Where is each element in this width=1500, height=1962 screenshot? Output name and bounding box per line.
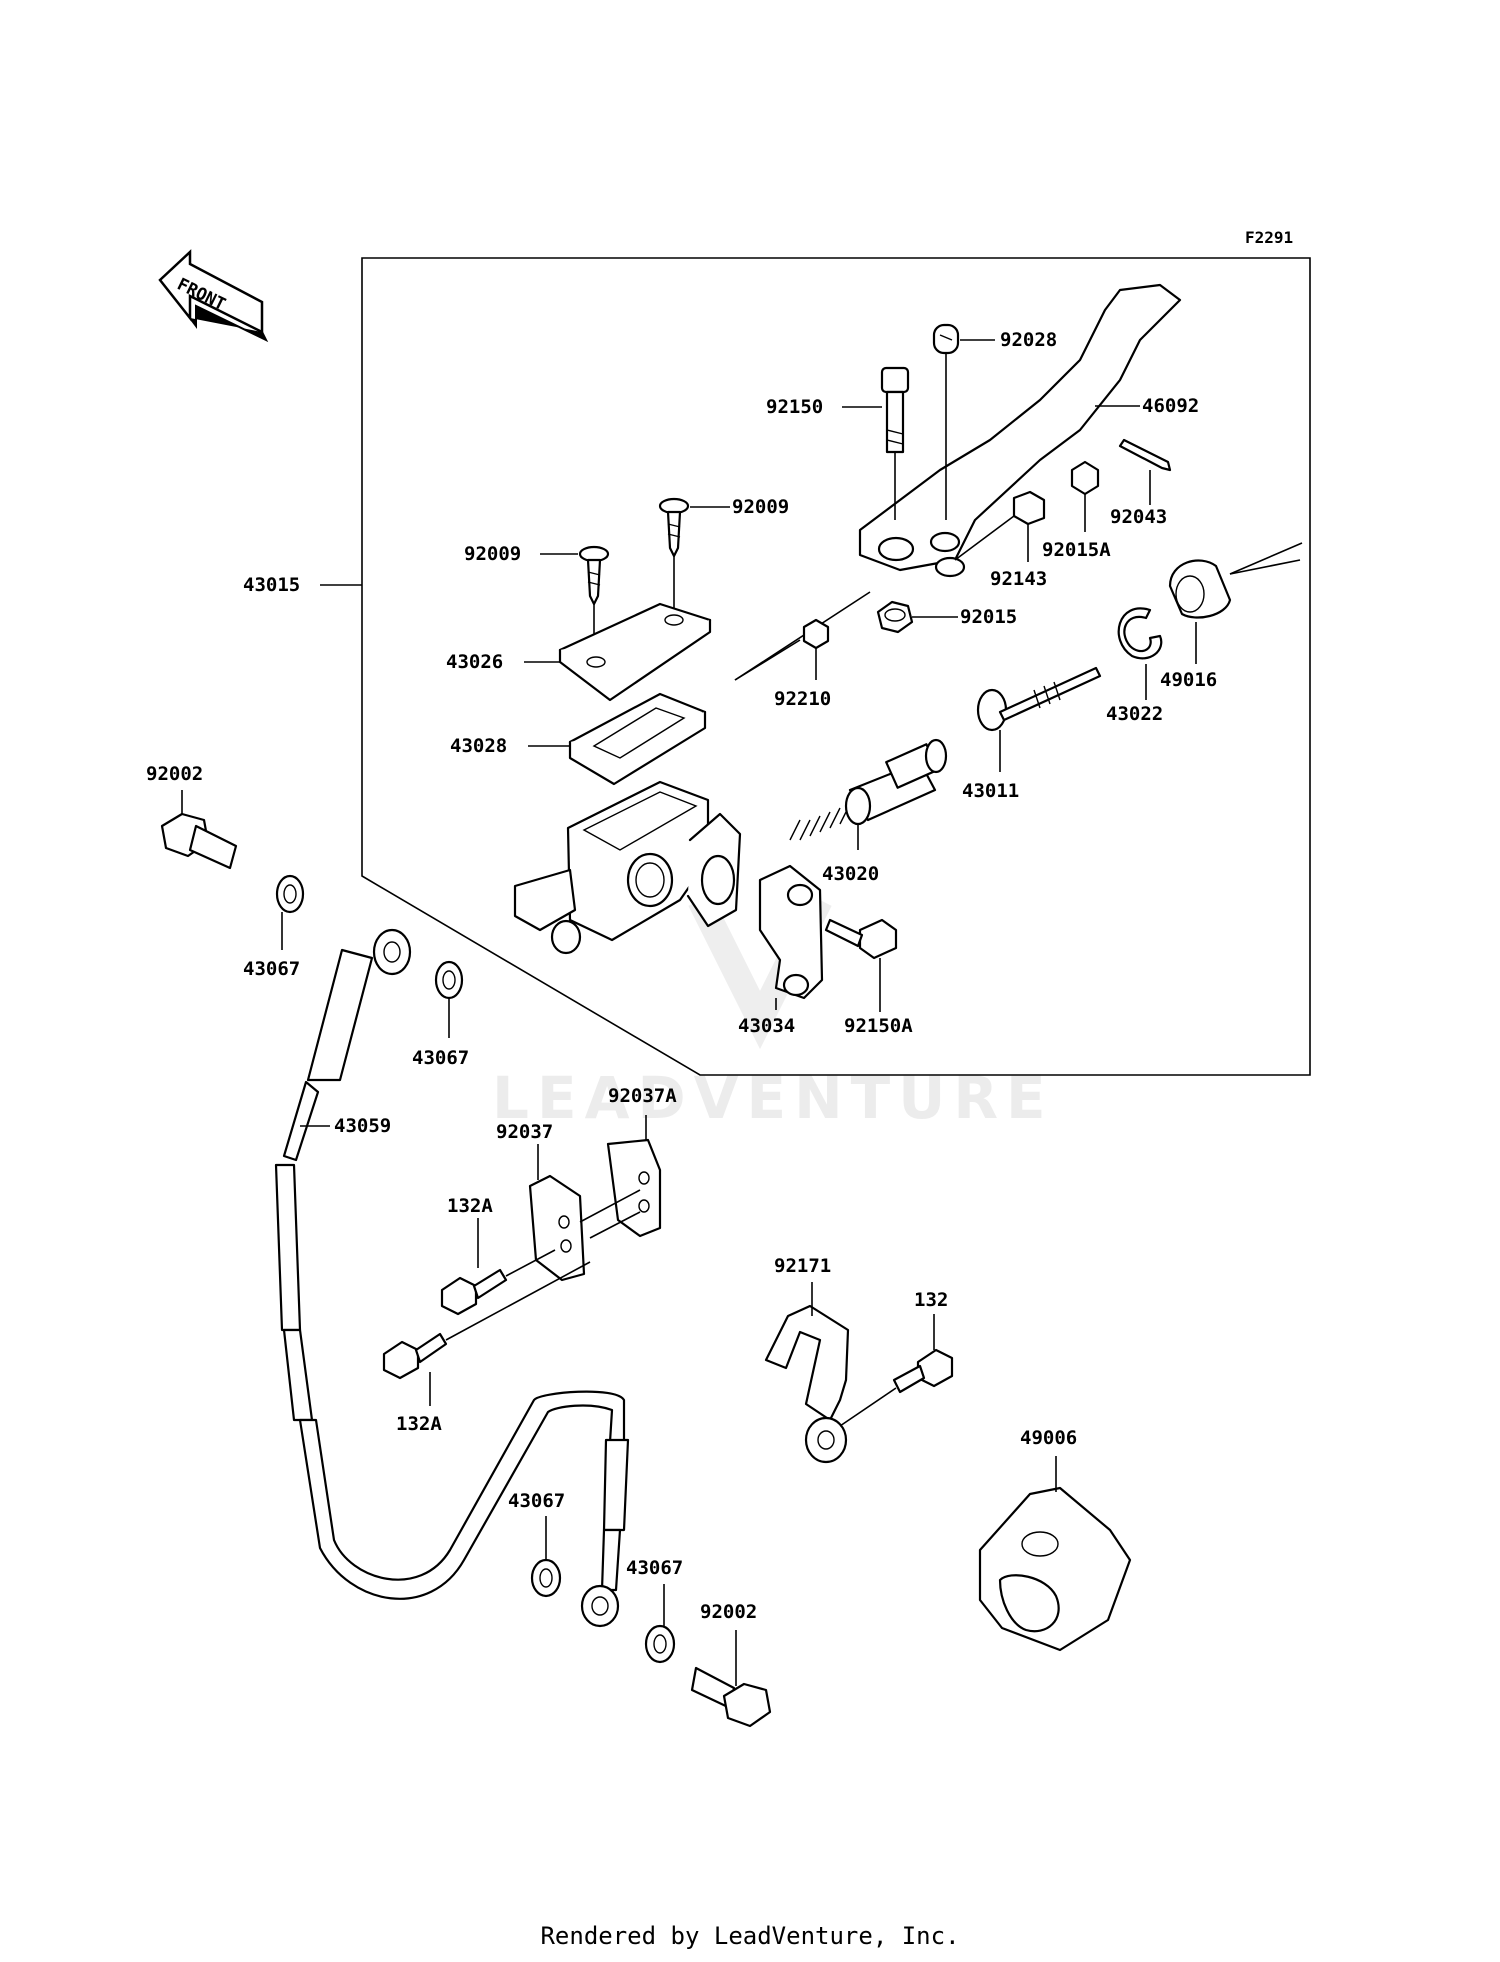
part-label-92037: 92037 — [496, 1121, 553, 1143]
handlebar-clamp — [758, 864, 824, 1000]
part-label-43011: 43011 — [962, 780, 1019, 802]
part-label-92171: 92171 — [774, 1255, 831, 1277]
bolt-132 — [892, 1348, 954, 1394]
reservoir-cap — [558, 602, 712, 702]
pivot-collar — [932, 323, 960, 355]
part-label-43067-c: 43067 — [508, 1490, 565, 1512]
part-label-132: 132 — [914, 1289, 948, 1311]
bracket-92037 — [528, 1174, 586, 1282]
nut-92015A — [1070, 460, 1100, 496]
leader-92143-lever — [954, 515, 1015, 561]
diaphragm — [568, 692, 707, 786]
leader-132A-lower-link — [445, 1261, 591, 1341]
part-label-49016: 49016 — [1160, 669, 1217, 691]
bolt-132A-upper — [440, 1268, 508, 1316]
collar-92143 — [1012, 490, 1046, 526]
part-label-43059: 43059 — [334, 1115, 391, 1137]
leader-49016-up — [1229, 542, 1303, 575]
brake-hose — [274, 928, 630, 1628]
leader-bracket-link-b — [589, 1211, 641, 1239]
dust-boot — [1168, 559, 1232, 619]
leader-132-link — [839, 1387, 897, 1427]
part-label-43034: 43034 — [738, 1015, 795, 1037]
leader-49016-up2 — [1229, 559, 1301, 575]
part-label-92028: 92028 — [1000, 329, 1057, 351]
assembly-boundary — [361, 257, 1311, 1076]
part-label-92143: 92143 — [990, 568, 1047, 590]
leader-bracket-link-a — [579, 1189, 641, 1223]
clamp-bolt — [824, 918, 898, 960]
part-label-92037A: 92037A — [608, 1085, 677, 1107]
figure-code: F2291 — [1245, 228, 1293, 247]
part-label-43026: 43026 — [446, 651, 503, 673]
cotter-pin — [1118, 438, 1172, 472]
push-rod — [976, 666, 1102, 732]
part-label-43028: 43028 — [450, 735, 507, 757]
part-label-92015A: 92015A — [1042, 539, 1111, 561]
front-arrow-icon: FRONT — [158, 249, 269, 343]
part-label-43067-a: 43067 — [243, 958, 300, 980]
nut-92210 — [802, 618, 830, 650]
washer-43067-b — [434, 960, 464, 1000]
part-label-132A-upper: 132A — [447, 1195, 493, 1217]
screw-92009-left — [578, 545, 610, 606]
part-label-92150: 92150 — [766, 396, 823, 418]
banjo-bolt-top — [160, 812, 238, 870]
screw-92009-right — [658, 497, 690, 558]
bracket-92171 — [764, 1304, 850, 1464]
part-label-92150A: 92150A — [844, 1015, 913, 1037]
part-label-92015: 92015 — [960, 606, 1017, 628]
part-label-43020: 43020 — [822, 863, 879, 885]
washer-43067-a — [275, 874, 305, 914]
nut-92015 — [876, 600, 914, 634]
part-label-43067-d: 43067 — [626, 1557, 683, 1579]
part-label-43067-b: 43067 — [412, 1047, 469, 1069]
part-label-43022: 43022 — [1106, 703, 1163, 725]
master-cylinder-body — [513, 780, 742, 955]
guard-49006 — [978, 1486, 1132, 1652]
banjo-bolt-bottom — [690, 1666, 772, 1728]
piston-assembly — [789, 738, 948, 841]
brake-lever — [858, 283, 1182, 578]
part-label-43015: 43015 — [243, 574, 300, 596]
part-label-92002-bottom: 92002 — [700, 1601, 757, 1623]
pivot-bolt — [880, 366, 910, 454]
leader-132A-upper-link — [505, 1249, 556, 1277]
bracket-92037A — [606, 1138, 662, 1238]
part-label-92210: 92210 — [774, 688, 831, 710]
part-label-92009-left: 92009 — [464, 543, 521, 565]
footer-credit: Rendered by LeadVenture, Inc. — [540, 1922, 960, 1950]
washer-43067-d — [644, 1624, 676, 1664]
part-label-92002-top: 92002 — [146, 763, 203, 785]
washer-43067-c — [530, 1558, 562, 1598]
part-label-49006: 49006 — [1020, 1427, 1077, 1449]
part-label-92043: 92043 — [1110, 506, 1167, 528]
part-label-46092: 46092 — [1142, 395, 1199, 417]
leader-92210-body — [734, 639, 801, 681]
bolt-132A-lower — [382, 1332, 448, 1380]
circlip — [1117, 607, 1163, 660]
part-label-132A-lower: 132A — [396, 1413, 442, 1435]
part-label-92009-right: 92009 — [732, 496, 789, 518]
